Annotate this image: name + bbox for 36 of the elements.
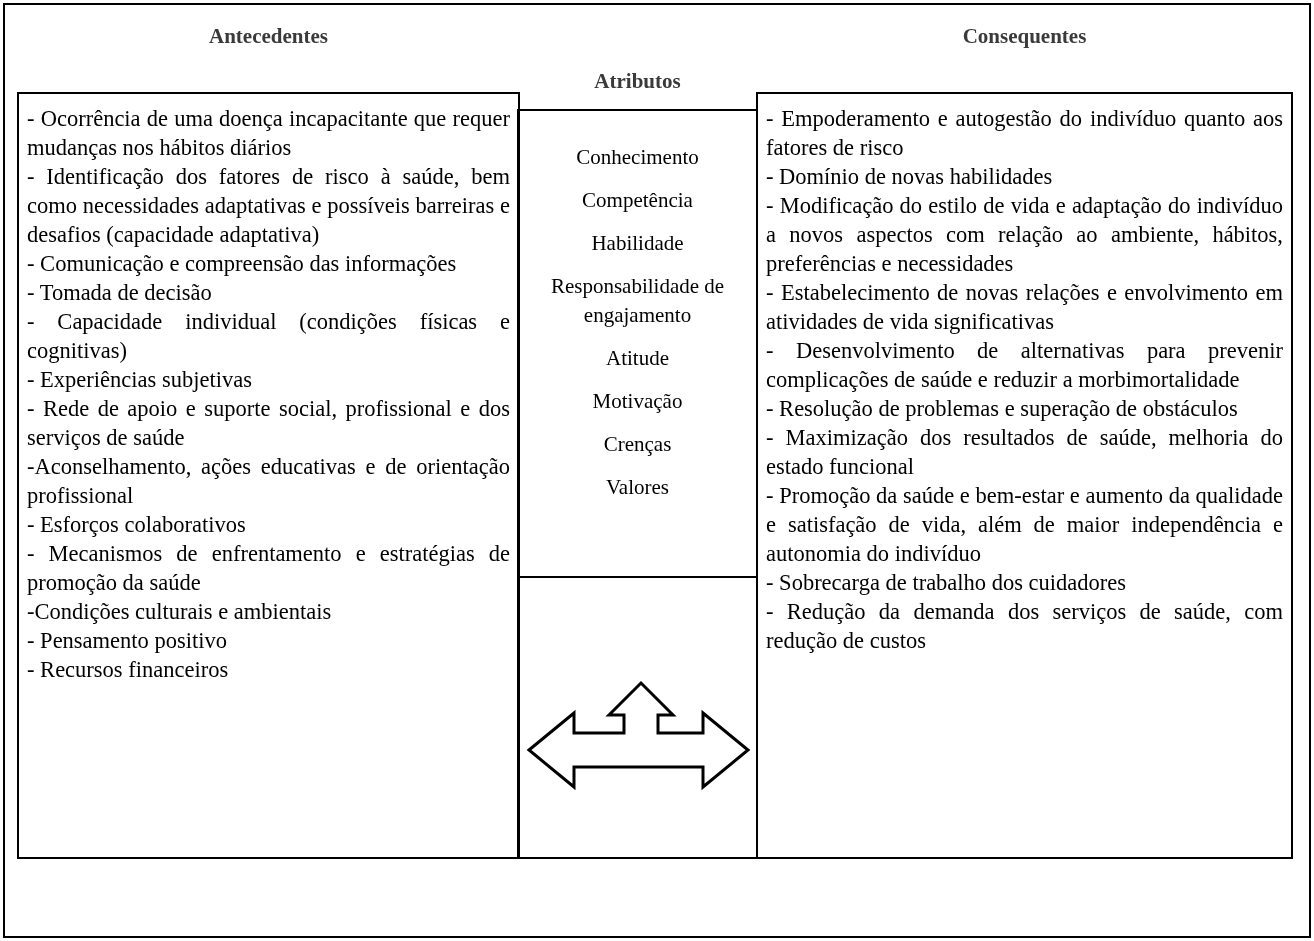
list-item: - Redução da demanda dos serviços de saúde, com redução de custos <box>766 598 1283 655</box>
list-item: - Esforços colaborativos <box>27 511 247 539</box>
list-item: - Rede de apoio e suporte social, profissional e dos serviços de saúde <box>27 395 510 452</box>
list-item: - Mecanismos de enfrentamento e estratégias de promoção da saúde <box>27 540 510 597</box>
list-item: - Capacidade individual (condições físicas e cognitivas) <box>27 308 510 365</box>
list-item: - Promoção da saúde e bem-estar e aumento da qualidade e satisfação de vida, além de maior independência e autonomia do indivíduo <box>766 482 1283 568</box>
list-item: - Sobrecarga de trabalho dos cuidadores <box>766 569 1128 597</box>
list-item: - Comunicação e compreensão das informações <box>27 250 458 278</box>
list-item: - Ocorrência de uma doença incapacitante que requer mudanças nos hábitos diários <box>27 105 510 162</box>
list-item: - Tomada de decisão <box>27 279 213 307</box>
attribute-label: Competência <box>581 187 694 214</box>
list-item: - Empoderamento e autogestão do indivíduo quanto aos fatores de risco <box>766 105 1283 162</box>
list-item: - Domínio de novas habilidades <box>766 163 1054 191</box>
attribute-label: Crenças <box>602 431 673 458</box>
attribute-label: Motivação <box>591 388 684 415</box>
section-heading: Antecedentes <box>208 24 329 49</box>
list-item: - Desenvolvimento de alternativas para prevenir complicações de saúde e reduzir a morbimortalidade <box>766 337 1283 394</box>
arrow-panel <box>517 576 758 859</box>
list-item: -Condições culturais e ambientais <box>27 598 333 626</box>
list-item: - Maximização dos resultados de saúde, melhoria do estado funcional <box>766 424 1283 481</box>
attribute-label: Responsabilidade de engajamento <box>549 273 726 329</box>
attribute-label: Valores <box>605 474 670 501</box>
list-item: - Pensamento positivo <box>27 627 228 655</box>
list-item: -Aconselhamento, ações educativas e de orientação profissional <box>27 453 510 510</box>
attribute-label: Habilidade <box>590 230 685 257</box>
attribute-label: Conhecimento <box>575 144 700 171</box>
list-item: - Identificação dos fatores de risco à saúde, bem como necessidades adaptativas e possíveis barreiras e desafios (capacidade adaptativa) <box>27 163 510 249</box>
list-item: - Recursos financeiros <box>27 656 230 684</box>
list-item: - Experiências subjetivas <box>27 366 253 394</box>
list-item: - Resolução de problemas e superação de obstáculos <box>766 395 1239 423</box>
list-item: - Estabelecimento de novas relações e envolvimento em atividades de vida significativas <box>766 279 1283 336</box>
section-heading: Consequentes <box>961 24 1088 49</box>
outer-frame <box>3 3 1311 938</box>
list-item: - Modificação do estilo de vida e adaptação do indivíduo a novos aspectos com relação ao ambiente, hábitos, preferências e necessidades <box>766 192 1283 278</box>
attribute-label: Atitude <box>605 345 670 372</box>
section-heading: Atributos <box>593 69 682 94</box>
